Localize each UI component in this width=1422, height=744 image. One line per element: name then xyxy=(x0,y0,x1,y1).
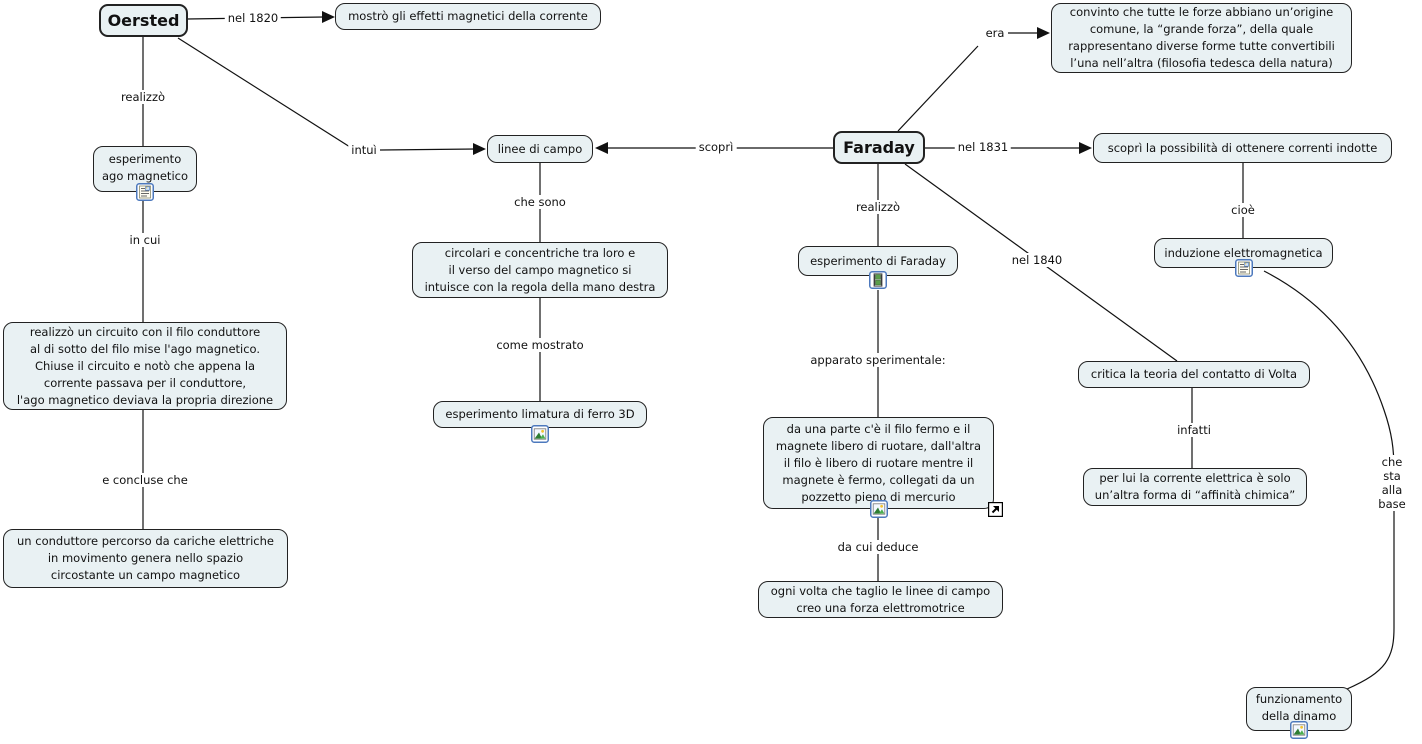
node-label-apparato: da una parte c'è il filo fermo e il magn… xyxy=(775,421,982,504)
image-icon[interactable] xyxy=(1290,721,1308,739)
node-label-oersted: Oersted xyxy=(107,11,180,30)
link-label-apparato-sperimentale[interactable]: apparato sperimentale: xyxy=(807,353,949,367)
node-label-faraday: Faraday xyxy=(843,138,915,157)
concept-node-conduttore[interactable]: un conduttore percorso da cariche elettr… xyxy=(3,529,288,588)
image-icon[interactable] xyxy=(869,500,888,518)
node-label-conduttore: un conduttore percorso da cariche elettr… xyxy=(17,534,274,582)
node-label-esperimento-ago: esperimento ago magnetico xyxy=(101,152,188,183)
node-label-per-lui: per lui la corrente elettrica è solo un’… xyxy=(1094,471,1296,502)
concept-node-per-lui[interactable]: per lui la corrente elettrica è solo un’… xyxy=(1083,468,1307,506)
link-label-come-mostrato[interactable]: come mostrato xyxy=(493,338,587,352)
node-label-dinamo: funzionamento della dinamo xyxy=(1255,692,1343,723)
link-label-realizzo-faraday[interactable]: realizzò xyxy=(852,200,904,214)
concept-node-ogni-volta[interactable]: ogni volta che taglio le linee di campo … xyxy=(758,581,1003,618)
concept-node-dinamo[interactable]: funzionamento della dinamo xyxy=(1246,687,1352,739)
link-label-scopri[interactable]: scoprì xyxy=(695,140,737,154)
video-icon[interactable] xyxy=(869,271,887,289)
arrowhead-convinto xyxy=(1037,27,1050,39)
external-link-icon[interactable] xyxy=(988,502,1003,517)
image-icon[interactable] xyxy=(531,425,549,443)
concept-node-critica[interactable]: critica la teoria del contatto di Volta xyxy=(1078,361,1310,388)
link-label-infatti[interactable]: infatti xyxy=(1174,423,1214,437)
line-oersted-intui xyxy=(177,37,351,148)
node-label-induzione: induzione elettromagnetica xyxy=(1164,245,1323,260)
node-label-mostro-effetti: mostrò gli effetti magnetici della corre… xyxy=(348,9,588,23)
link-label-nel-1820[interactable]: nel 1820 xyxy=(224,11,282,25)
link-label-in-cui[interactable]: in cui xyxy=(126,233,164,247)
node-label-ogni-volta: ogni volta che taglio le linee di campo … xyxy=(770,583,991,615)
concept-node-oersted[interactable]: Oersted xyxy=(99,4,188,37)
rich-text-document-icon[interactable] xyxy=(136,183,154,201)
node-label-critica: critica la teoria del contatto di Volta xyxy=(1090,367,1298,381)
concept-node-circuito[interactable]: realizzò un circuito con il filo condutt… xyxy=(3,322,287,410)
link-label-intui[interactable]: intuì xyxy=(348,143,380,157)
concept-node-esperimento-faraday[interactable]: esperimento di Faraday xyxy=(798,246,958,289)
concept-node-circolari[interactable]: circolari e concentriche tra loro e il v… xyxy=(412,242,668,298)
link-label-che-sta-alla-base[interactable]: che sta alla base xyxy=(1375,455,1409,511)
link-label-e-concluse-che[interactable]: e concluse che xyxy=(99,473,191,487)
link-label-realizzo-oersted[interactable]: realizzò xyxy=(117,90,169,104)
link-label-nel-1831[interactable]: nel 1831 xyxy=(954,140,1012,154)
line-intui-linee xyxy=(379,148,477,151)
concept-node-limatura[interactable]: esperimento limatura di ferro 3D xyxy=(433,401,647,443)
node-label-esperimento-faraday: esperimento di Faraday xyxy=(810,253,946,268)
node-label-linee-di-campo: linee di campo xyxy=(497,141,583,156)
node-label-circolari: circolari e concentriche tra loro e il v… xyxy=(424,245,656,294)
curve-induzione-dinamo xyxy=(1263,270,1395,690)
arrowhead-linee-left xyxy=(473,143,486,155)
arrowhead-linee-right xyxy=(595,142,608,154)
concept-node-scopri-correnti[interactable]: scoprì la possibilità di ottenere corren… xyxy=(1093,133,1392,163)
concept-node-induzione[interactable]: induzione elettromagnetica xyxy=(1154,238,1333,277)
arrowhead-mostro xyxy=(322,11,335,23)
concept-node-faraday[interactable]: Faraday xyxy=(833,131,925,164)
concept-node-apparato[interactable]: da una parte c'è il filo fermo e il magn… xyxy=(763,417,1003,518)
link-label-cioe[interactable]: cioè xyxy=(1228,203,1258,217)
line-faraday-era-diag xyxy=(897,45,979,132)
link-label-da-cui-deduce[interactable]: da cui deduce xyxy=(834,540,922,554)
arrowhead-correnti xyxy=(1079,142,1092,154)
node-label-convinto: convinto che tutte le forze abbiano un’o… xyxy=(1068,5,1335,70)
link-label-nel-1840[interactable]: nel 1840 xyxy=(1008,253,1066,267)
rich-text-document-icon[interactable] xyxy=(1234,259,1253,277)
concept-node-esperimento-ago[interactable]: esperimento ago magnetico xyxy=(93,146,197,201)
link-label-che-sono[interactable]: che sono xyxy=(511,195,569,209)
node-label-scopri-correnti: scoprì la possibilità di ottenere corren… xyxy=(1107,140,1378,155)
concept-node-linee-di-campo[interactable]: linee di campo xyxy=(487,135,593,163)
node-label-limatura: esperimento limatura di ferro 3D xyxy=(445,407,635,421)
link-label-era[interactable]: era xyxy=(982,26,1008,40)
concept-node-convinto[interactable]: convinto che tutte le forze abbiano un’o… xyxy=(1051,3,1352,73)
concept-node-mostro-effetti[interactable]: mostrò gli effetti magnetici della corre… xyxy=(335,3,601,30)
node-label-circuito: realizzò un circuito con il filo condutt… xyxy=(16,324,274,407)
